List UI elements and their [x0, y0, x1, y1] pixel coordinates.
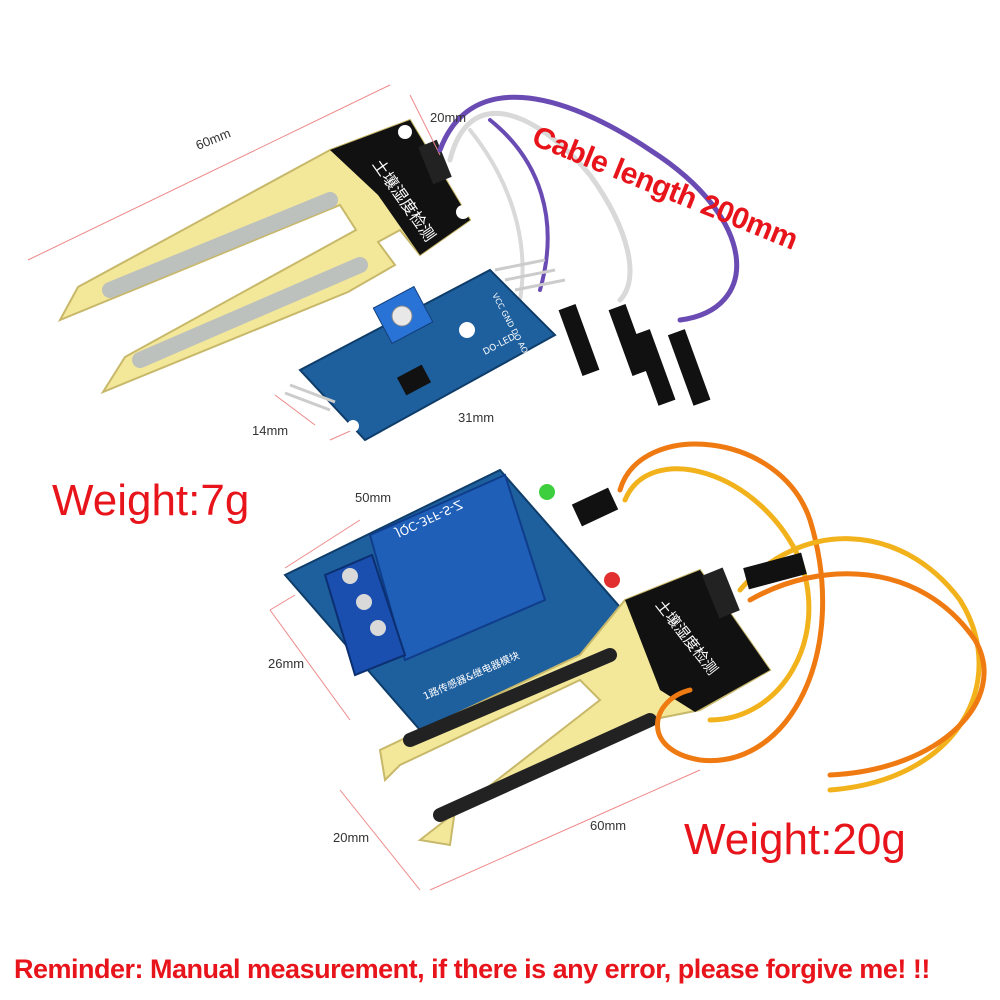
relay-module: JQC-3FF-S-Z NO COM NC 1路传感器&继电器模块 [283, 468, 642, 732]
dim-bottom-probe-length: 60mm [590, 818, 626, 833]
reminder-caption: Reminder: Manual measurement, if there i… [14, 954, 930, 984]
dim-module-length: 31mm [458, 410, 494, 425]
weight-small-caption: Weight:7g [52, 476, 250, 525]
soil-probe-top: 土壤湿度检测 [57, 118, 472, 395]
relay-terminal-com: COM [319, 639, 339, 665]
soil-probe-bottom: 土壤湿度检测 [378, 567, 772, 847]
dim-module-height: 14mm [252, 423, 288, 438]
dim-top-probe-length: 60mm [194, 125, 233, 152]
weight-large-caption: Weight:20g [684, 815, 906, 864]
jumper-cable-orange [617, 441, 987, 793]
dim-relay-height: 26mm [268, 656, 304, 671]
dim-relay-length: 50mm [355, 490, 391, 505]
relay-terminal-nc: NC [335, 667, 351, 685]
sensor-module-blue: PWR-LED DO-LED VCC GND DO AO [284, 258, 566, 442]
dimension-lines-bottom [269, 519, 701, 891]
jumper-cable-purple [437, 94, 740, 406]
dim-top-probe-width: 20mm [430, 110, 466, 125]
dim-bottom-probe-width: 20mm [333, 830, 369, 845]
